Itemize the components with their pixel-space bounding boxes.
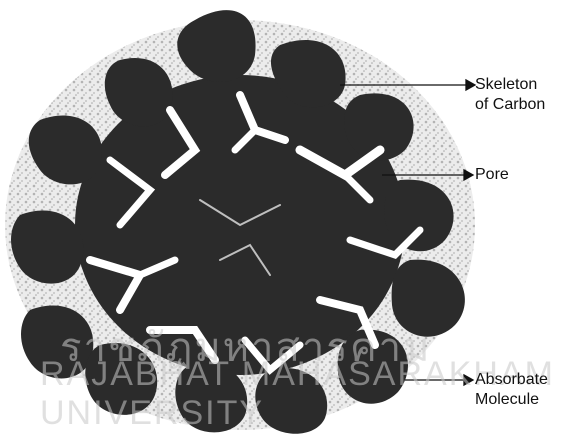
label-skeleton-of-carbon: Skeleton of Carbon: [475, 75, 545, 115]
label-adsorbate-line2: Molecule: [475, 390, 548, 410]
skeleton-arrow-icon: [466, 80, 475, 90]
label-skeleton-line1: Skeleton: [475, 75, 545, 95]
label-pore: Pore: [475, 165, 509, 185]
label-adsorbate-line1: Absorbate: [475, 370, 548, 390]
label-adsorbate-molecule: Absorbate Molecule: [475, 370, 548, 410]
label-skeleton-line2: of Carbon: [475, 95, 545, 115]
